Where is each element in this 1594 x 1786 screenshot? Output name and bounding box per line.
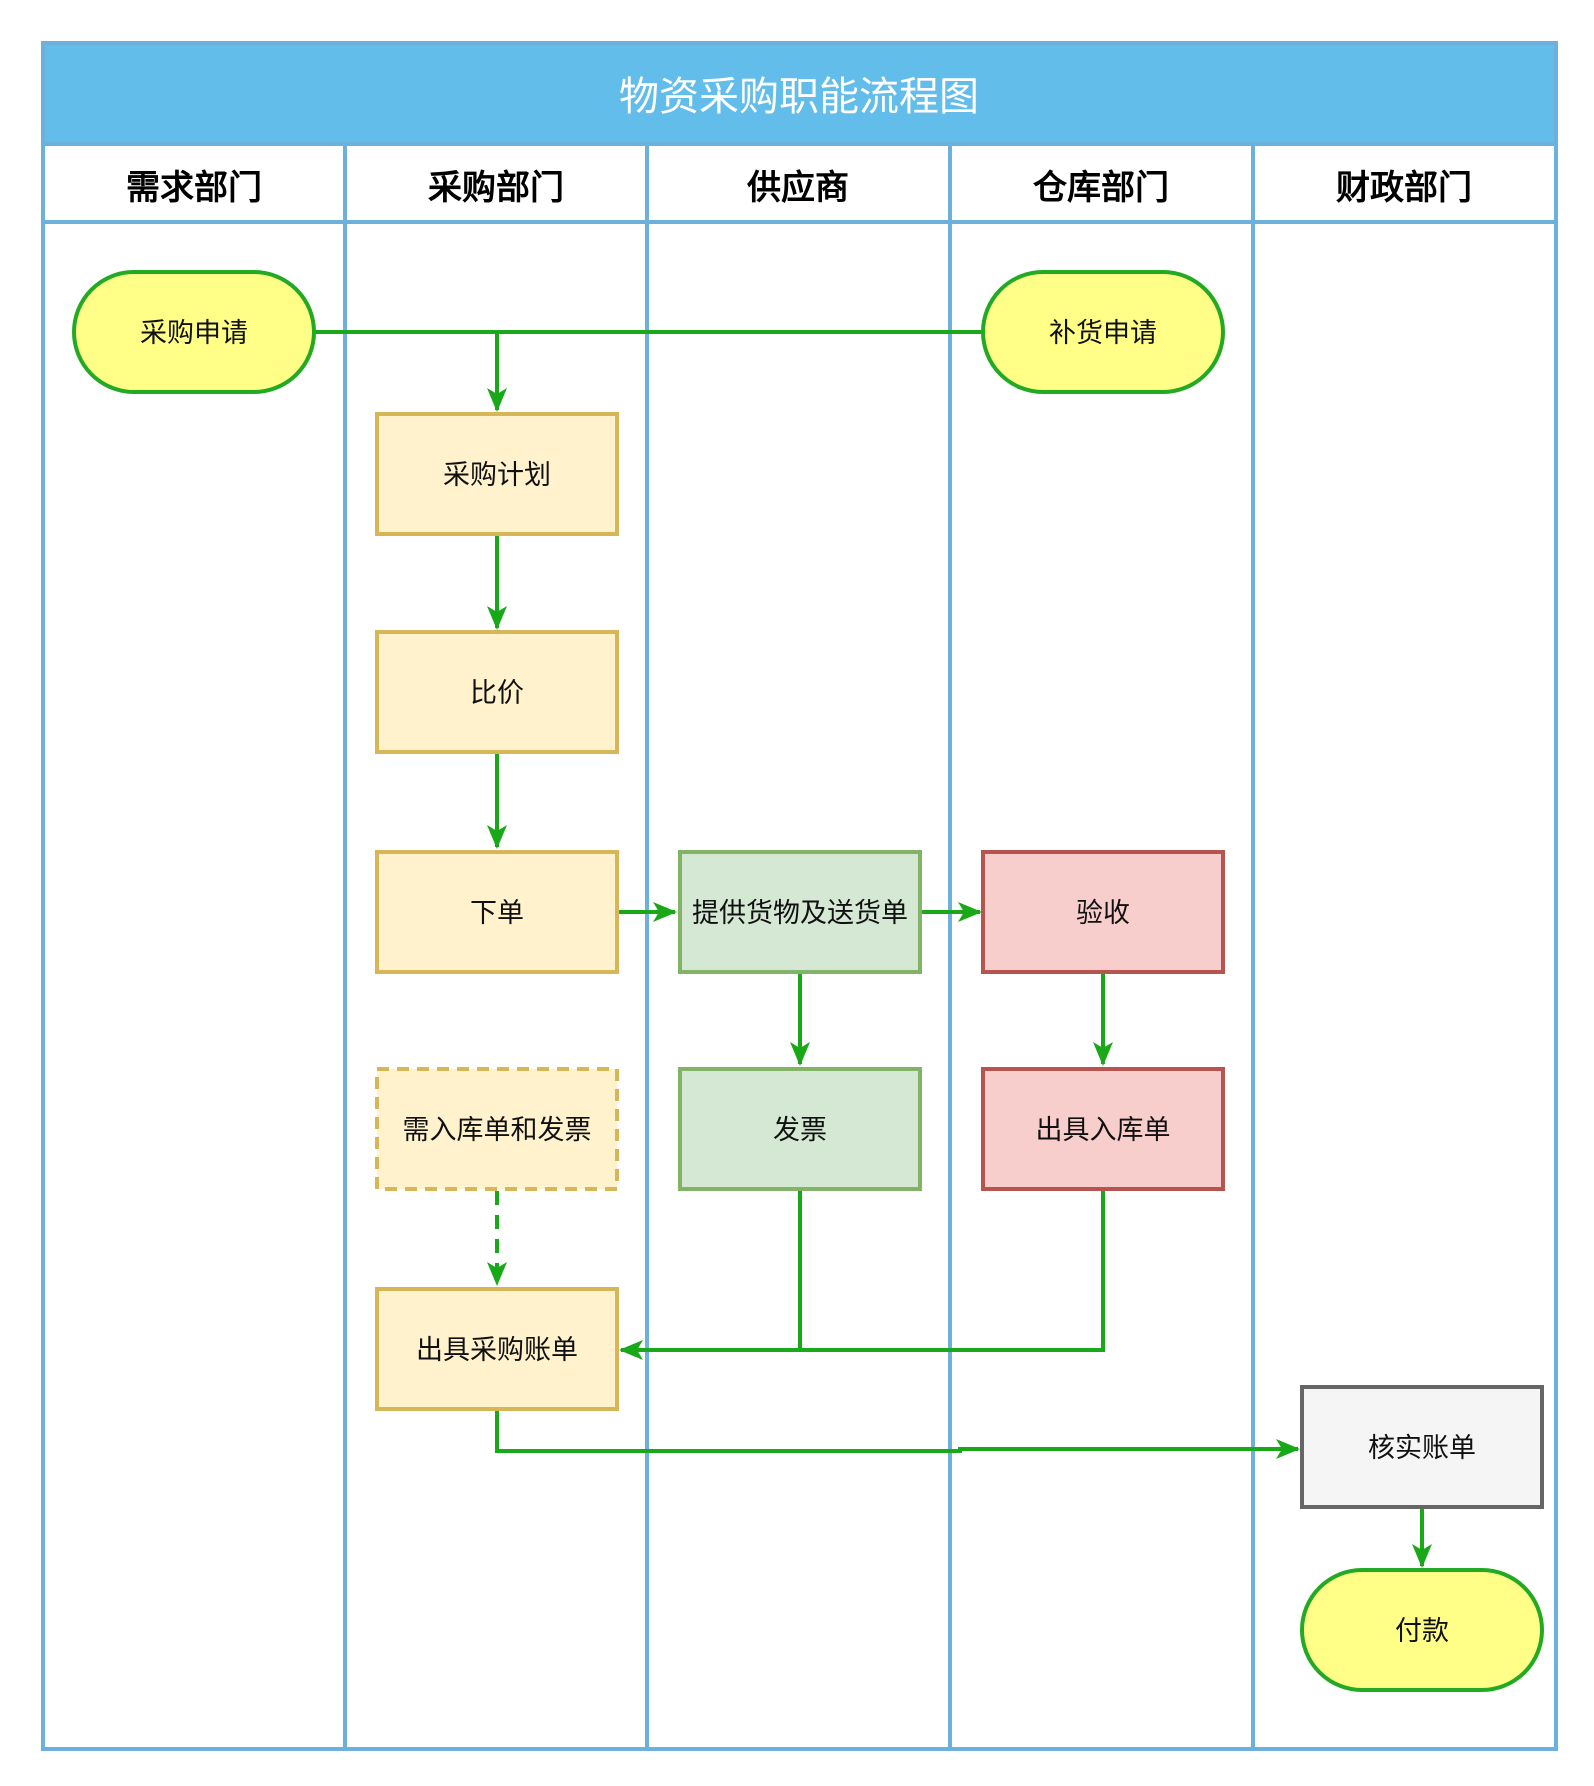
node-label: 采购计划: [443, 460, 551, 491]
node-label: 付款: [1395, 1616, 1449, 1647]
connector-bill-to-verify: [495, 1410, 1300, 1459]
node-supply-goods[interactable]: 提供货物及送货单: [678, 850, 922, 974]
node-payment[interactable]: 付款: [1300, 1568, 1544, 1692]
node-label: 验收: [1076, 898, 1130, 929]
node-place-order[interactable]: 下单: [375, 850, 619, 974]
node-label: 补货申请: [1049, 318, 1157, 349]
node-label: 下单: [470, 898, 524, 929]
node-label: 核实账单: [1368, 1433, 1476, 1464]
node-purchase-request[interactable]: 采购申请: [72, 270, 316, 394]
node-price-compare[interactable]: 比价: [375, 630, 619, 754]
connectors: [314, 330, 1432, 1568]
node-label: 提供货物及送货单: [692, 898, 908, 929]
node-label: 需入库单和发票: [403, 1115, 592, 1146]
node-inspection[interactable]: 验收: [981, 850, 1225, 974]
lane-finance: [1251, 142, 1558, 1751]
node-label: 出具采购账单: [416, 1335, 578, 1366]
lane-title-warehouse: 仓库部门: [1033, 168, 1169, 208]
node-label: 采购申请: [140, 318, 248, 349]
lane-title-demand: 需求部门: [126, 168, 262, 208]
node-label: 发票: [773, 1115, 827, 1146]
title-header-bar: [41, 41, 1558, 146]
node-issue-receipt[interactable]: 出具入库单: [981, 1067, 1225, 1191]
lane-title-supplier: 供应商: [746, 168, 849, 208]
node-verify-bill[interactable]: 核实账单: [1300, 1385, 1544, 1509]
node-need-receipt-invoice[interactable]: 需入库单和发票: [375, 1067, 619, 1191]
node-label: 比价: [470, 678, 524, 709]
node-restock-request[interactable]: 补货申请: [981, 270, 1225, 394]
node-label: 出具入库单: [1036, 1115, 1171, 1146]
diagram-title: 物资采购职能流程图: [619, 74, 979, 120]
node-issue-bill[interactable]: 出具采购账单: [375, 1287, 619, 1411]
lane-title-purchasing: 采购部门: [428, 168, 564, 208]
node-invoice[interactable]: 发票: [678, 1067, 922, 1191]
swimlanes: [41, 142, 1558, 1751]
lane-title-finance: 财政部门: [1336, 168, 1472, 208]
connector-receipt-to-bill: [619, 1190, 1105, 1360]
node-purchase-plan[interactable]: 采购计划: [375, 412, 619, 536]
